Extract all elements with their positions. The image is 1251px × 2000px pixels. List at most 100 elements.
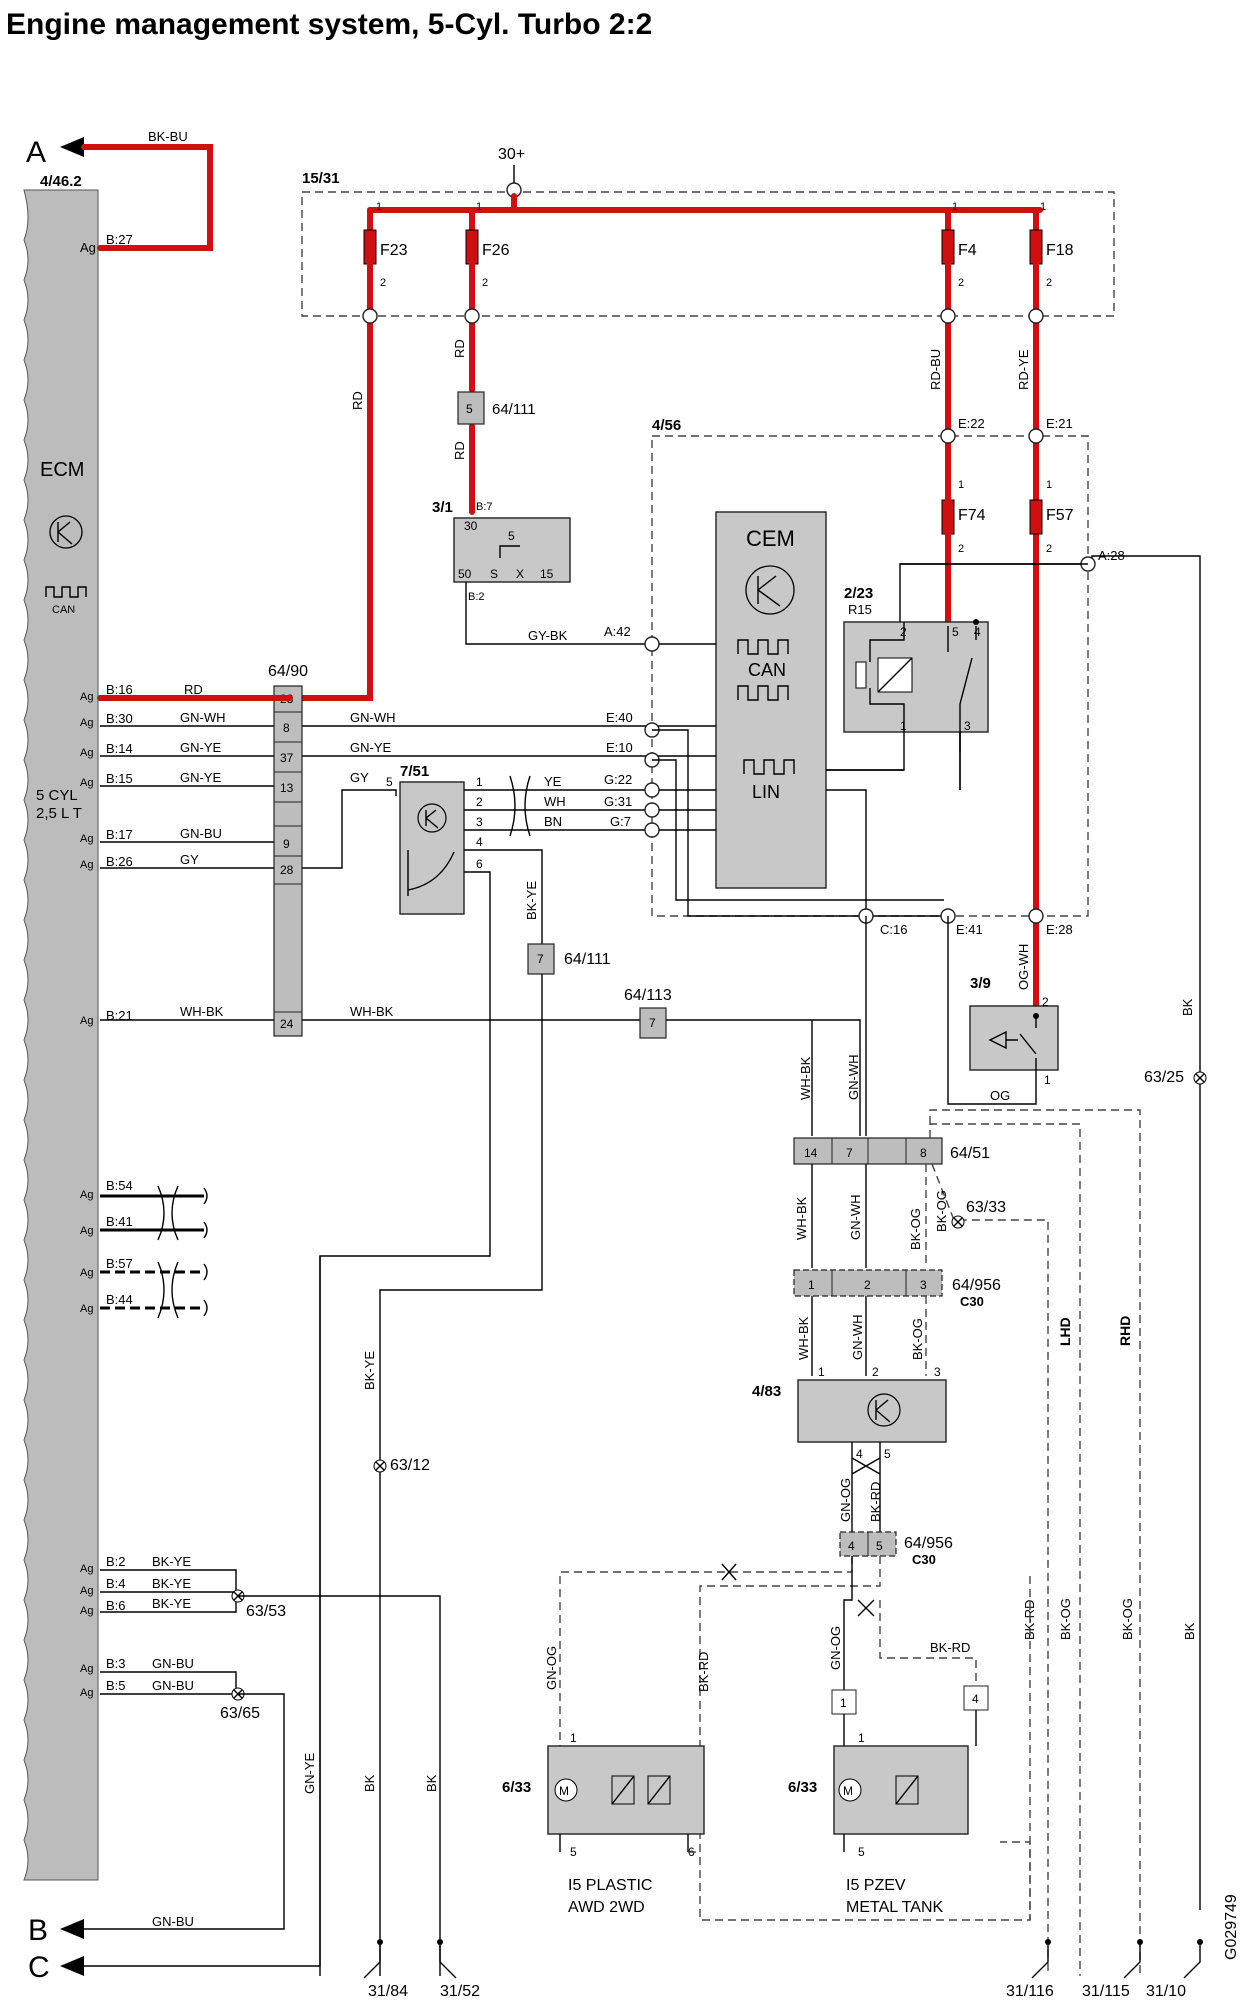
svg-text:13: 13 xyxy=(280,781,294,795)
ecm-ag: Ag xyxy=(80,1303,93,1315)
svg-text:G:7: G:7 xyxy=(610,814,631,829)
svg-text:BK: BK xyxy=(362,1774,377,1792)
cem-transistor-icon xyxy=(745,565,795,615)
svg-text:4: 4 xyxy=(972,1692,979,1706)
fuse-f26: F26 1 2 xyxy=(465,201,510,289)
svg-text:WH-BK: WH-BK xyxy=(798,1056,813,1100)
svg-text:BK-OG: BK-OG xyxy=(934,1190,949,1232)
ecm-transistor-icon xyxy=(49,515,83,549)
svg-text:B:2: B:2 xyxy=(468,591,485,603)
svg-text:2: 2 xyxy=(872,1365,879,1379)
svg-text:1: 1 xyxy=(818,1365,825,1379)
fan-module-id: 7/51 xyxy=(400,763,429,780)
svg-text:5: 5 xyxy=(386,775,393,789)
connector-64-956 xyxy=(793,1269,943,1297)
ignition-id: 3/1 xyxy=(432,499,453,516)
svg-text:5: 5 xyxy=(876,1539,883,1553)
ground-label: 63/12 xyxy=(390,1457,430,1474)
svg-text:5: 5 xyxy=(508,529,515,543)
cem-pin: E:10 xyxy=(606,740,633,755)
svg-text:GN-BU: GN-BU xyxy=(152,1656,194,1671)
svg-text:2: 2 xyxy=(1046,277,1052,289)
svg-text:1: 1 xyxy=(900,719,907,733)
svg-text:BK: BK xyxy=(424,1774,439,1792)
pump-line2: AWD 2WD xyxy=(568,1899,645,1916)
cem-lin-signal-icon xyxy=(743,759,795,775)
ground-label: 63/65 xyxy=(220,1705,260,1722)
ecm-pin: B:14 xyxy=(106,741,133,756)
connector-label: 64/113 xyxy=(624,987,672,1004)
wire-label: BK xyxy=(1180,998,1195,1016)
brake-switch xyxy=(969,1005,1059,1071)
svg-text:1: 1 xyxy=(570,1731,577,1745)
svg-text:BK-OG: BK-OG xyxy=(1058,1598,1073,1640)
svg-text:31/115: 31/115 xyxy=(1082,1983,1130,2000)
arrow-label-b: B xyxy=(28,1914,48,1947)
svg-text:31/116: 31/116 xyxy=(1006,1983,1054,2000)
cem-pin: E:22 xyxy=(958,416,985,431)
svg-text:WH: WH xyxy=(544,794,566,809)
pump-controller-transistor-icon xyxy=(867,1393,901,1427)
svg-text:4: 4 xyxy=(848,1539,855,1553)
svg-text:GN-BU: GN-BU xyxy=(152,1914,194,1929)
svg-text:2: 2 xyxy=(482,277,488,289)
cem-lin-label: LIN xyxy=(752,782,780,802)
wire-bk-bu xyxy=(81,144,213,251)
svg-text:GN-YE: GN-YE xyxy=(180,770,222,785)
ecm-engine-line2: 2,5 L T xyxy=(36,805,82,822)
svg-text:BK-YE: BK-YE xyxy=(524,881,539,920)
svg-text:9: 9 xyxy=(283,837,290,851)
svg-text:4: 4 xyxy=(476,835,483,849)
connector-64-111-b xyxy=(527,943,555,975)
variant-lhd: LHD xyxy=(1057,1317,1073,1346)
svg-text:WH-BK: WH-BK xyxy=(350,1004,394,1019)
ecm-block xyxy=(23,189,99,1881)
svg-text:GN-OG: GN-OG xyxy=(838,1478,853,1522)
svg-text:3: 3 xyxy=(934,1365,941,1379)
svg-text:BK-YE: BK-YE xyxy=(152,1596,191,1611)
relay-resistor xyxy=(855,661,867,689)
relay-ref: R15 xyxy=(848,602,872,617)
svg-text:GN-WH: GN-WH xyxy=(846,1055,861,1101)
wire-label: BK-BU xyxy=(148,129,188,144)
fuse-f74 xyxy=(941,499,955,535)
svg-text:2: 2 xyxy=(1042,995,1049,1009)
ground-terminal: 31/116 xyxy=(1006,1939,1054,2000)
wire-label: RD xyxy=(452,441,467,460)
ground-symbol xyxy=(373,1459,387,1473)
fuse-f57 xyxy=(1029,499,1043,535)
svg-text:GN-WH: GN-WH xyxy=(180,710,226,725)
ecm-ag: Ag xyxy=(80,1605,93,1617)
ground-label: 63/25 xyxy=(1144,1069,1184,1086)
svg-text:31/84: 31/84 xyxy=(368,1983,408,2000)
ground-terminal: 31/10 xyxy=(1146,1939,1203,2000)
ground-terminal: 31/52 xyxy=(437,1939,480,2000)
svg-text:GY: GY xyxy=(350,770,369,785)
svg-text:2: 2 xyxy=(1046,543,1052,555)
svg-text:G:31: G:31 xyxy=(604,794,632,809)
ecm-ag: Ag xyxy=(80,1563,93,1575)
ecm-pin: B:41 xyxy=(106,1214,133,1229)
svg-text:8: 8 xyxy=(283,721,290,735)
ecm-pin: B:2 xyxy=(106,1554,126,1569)
ground-label: 63/33 xyxy=(966,1199,1006,1216)
svg-text:GN-OG: GN-OG xyxy=(544,1646,559,1690)
svg-text:G:22: G:22 xyxy=(604,772,632,787)
twisted-pair-icon xyxy=(509,775,531,837)
ecm-ag: Ag xyxy=(80,859,93,871)
ecm-pin: B:27 xyxy=(106,232,133,247)
svg-text:BK-YE: BK-YE xyxy=(152,1554,191,1569)
svg-text:F4: F4 xyxy=(958,242,977,259)
arrow-label-a: A xyxy=(26,136,46,169)
pump-id: 6/33 xyxy=(788,1779,817,1796)
svg-text:M: M xyxy=(843,1784,853,1798)
ecm-ag: Ag xyxy=(80,777,93,789)
wire-label: GY-BK xyxy=(528,628,568,643)
ecm-id: 4/46.2 xyxy=(40,173,82,190)
ground-symbol xyxy=(951,1215,965,1229)
svg-text:6: 6 xyxy=(476,857,483,871)
ecm-ag: Ag xyxy=(80,717,93,729)
svg-text:2: 2 xyxy=(476,795,483,809)
ignition-switch xyxy=(453,517,571,583)
svg-text:M: M xyxy=(559,1784,569,1798)
